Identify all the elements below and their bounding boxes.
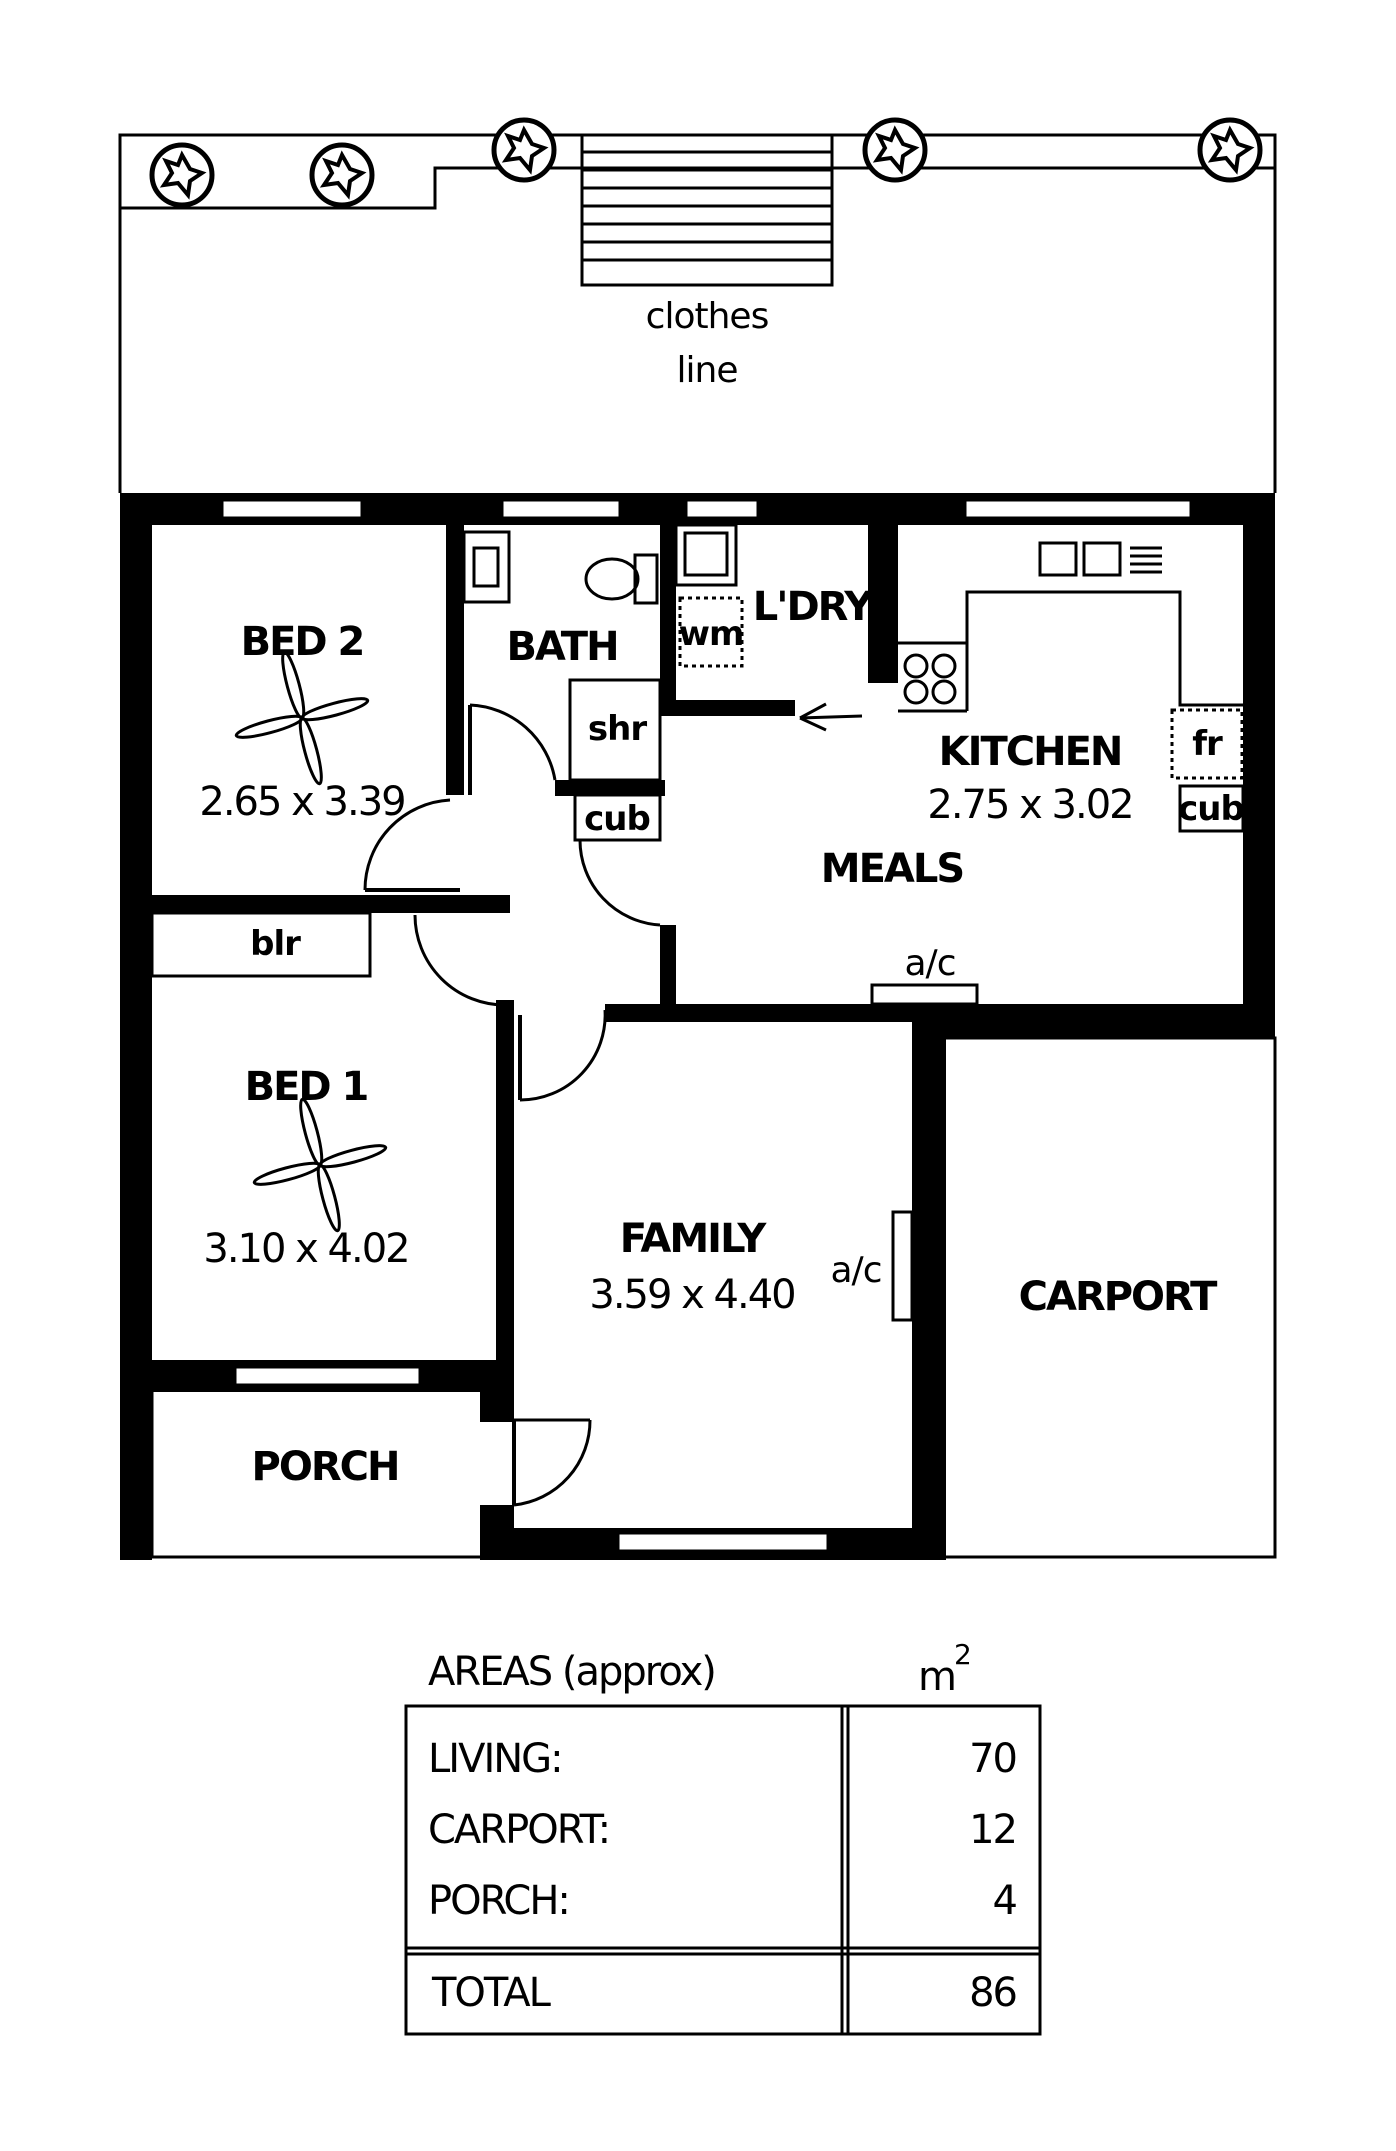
carport-outline [946, 1036, 1277, 1559]
clothes-line-label-2: line [677, 350, 738, 391]
toilet-fixture [584, 553, 659, 605]
family-ac-label: a/c [831, 1250, 882, 1291]
kitchen-label: KITCHEN [939, 729, 1122, 775]
door [413, 914, 506, 1007]
porch-outline [150, 1392, 480, 1559]
ceiling-fan-icon [252, 1097, 388, 1233]
meals-label: MEALS [821, 846, 963, 892]
boiler-cupboard [150, 911, 372, 978]
door [363, 798, 460, 892]
window [616, 1531, 830, 1553]
laundry-label: L'DRY [753, 584, 875, 630]
areas-unit-superscript: 2 [954, 1638, 972, 1671]
kitchen-cupboard-label: cub [1178, 789, 1244, 829]
clothes-line-label: clothes [646, 296, 769, 337]
arrow-icon [799, 702, 863, 732]
washing-machine [678, 596, 744, 668]
laundry-trough [674, 523, 738, 587]
row-label-living: LIVING: [428, 1736, 562, 1782]
ac-unit [870, 983, 979, 1006]
shower-label: shr [588, 709, 647, 749]
window [963, 498, 1193, 520]
tree-icon [862, 117, 928, 183]
bath-cupboard-label: cub [584, 799, 650, 839]
door [788, 493, 869, 523]
walls [120, 493, 1275, 1560]
bed1-label: BED 1 [245, 1064, 368, 1110]
areas-title: AREAS (approx) [428, 1649, 715, 1695]
ac-unit [891, 1210, 914, 1322]
family-label: FAMILY [620, 1216, 768, 1262]
areas-table: AREAS (approx) m 2 LIVING: 70 CARPORT: 1… [404, 1638, 1042, 2036]
areas-unit: m [918, 1654, 955, 1700]
bed2-label: BED 2 [241, 619, 364, 665]
row-value-living: 70 [969, 1736, 1016, 1782]
window [500, 498, 622, 520]
bath-label: BATH [506, 624, 617, 670]
bed1-dimensions: 3.10 x 4.02 [203, 1226, 408, 1272]
tree-icon [309, 142, 375, 208]
row-value-carport: 12 [969, 1807, 1016, 1853]
window [233, 1365, 422, 1387]
door [518, 1009, 607, 1102]
door [578, 839, 661, 927]
boiler-label: blr [250, 924, 301, 964]
row-label-carport: CARPORT: [428, 1807, 609, 1853]
kitchen-cupboard [1178, 784, 1245, 833]
row-label-total: TOTAL [431, 1970, 552, 2016]
porch-label: PORCH [252, 1444, 399, 1490]
meals-ac-label: a/c [905, 943, 956, 984]
shower-fixture [568, 678, 662, 782]
window [684, 498, 760, 520]
fridge-label: fr [1192, 724, 1223, 764]
backyard [118, 133, 1277, 493]
carport-label: CARPORT [1019, 1274, 1218, 1320]
tree-icon [149, 142, 215, 208]
row-label-porch: PORCH: [428, 1878, 569, 1924]
ceiling-fan-icon [234, 650, 370, 786]
bath-cupboard [573, 793, 662, 842]
row-value-total: 86 [969, 1970, 1016, 2016]
row-value-porch: 4 [993, 1878, 1017, 1924]
window [220, 498, 364, 520]
bed2-dimensions: 2.65 x 3.39 [199, 779, 404, 825]
family-dimensions: 3.59 x 4.40 [589, 1272, 794, 1318]
tree-icon [1197, 117, 1263, 183]
cooktop-icon [903, 653, 957, 705]
kitchen-bench [898, 590, 1243, 707]
vanity-fixture [462, 530, 511, 604]
kitchen-dimensions: 2.75 x 3.02 [927, 782, 1132, 828]
sink-icon [1038, 541, 1162, 577]
door [468, 703, 557, 795]
fridge-space [1170, 708, 1244, 780]
door [512, 1418, 592, 1507]
washing-machine-label: wm [679, 614, 744, 654]
tree-icon [491, 117, 557, 183]
